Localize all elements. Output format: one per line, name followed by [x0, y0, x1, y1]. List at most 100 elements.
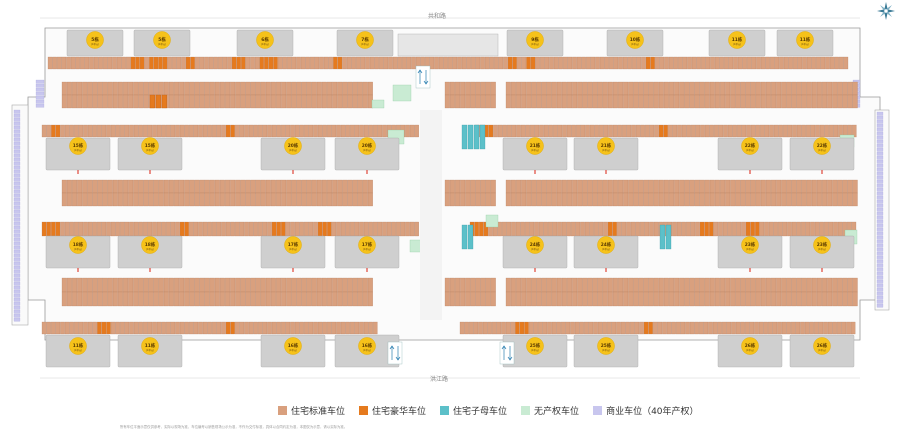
- standard-stall: [633, 192, 639, 207]
- standard-stall: [689, 321, 695, 335]
- standard-stall: [852, 124, 857, 138]
- standard-stall: [281, 321, 286, 335]
- standard-stall: [66, 277, 72, 293]
- standard-stall: [193, 321, 199, 335]
- standard-stall: [128, 192, 134, 207]
- standard-stall: [852, 291, 858, 307]
- standard-stall: [133, 94, 139, 109]
- standard-stall: [411, 56, 416, 70]
- standard-stall: [184, 321, 189, 335]
- standard-stall: [793, 56, 798, 70]
- standard-stall: [842, 81, 848, 96]
- standard-stall: [181, 56, 186, 70]
- standard-stall: [783, 124, 788, 138]
- standard-stall: [582, 179, 588, 194]
- building-badge: [284, 137, 302, 155]
- standard-stall: [607, 179, 613, 194]
- commercial-stall: [876, 231, 884, 236]
- standard-stall: [469, 321, 474, 335]
- standard-stall: [556, 277, 562, 293]
- standard-stall: [347, 291, 353, 307]
- standard-stall: [604, 56, 609, 70]
- standard-stall: [485, 94, 491, 109]
- standard-stall: [306, 291, 312, 307]
- standard-stall: [204, 94, 210, 109]
- luxury-stall: [161, 94, 167, 109]
- standard-stall: [618, 192, 624, 207]
- building-label: 22栋: [817, 142, 828, 149]
- standard-stall: [776, 277, 782, 293]
- commercial-stall: [13, 257, 21, 262]
- standard-stall: [720, 179, 726, 194]
- standard-stall: [235, 277, 241, 293]
- building-sublabel: (1单元): [733, 42, 741, 46]
- legend-item-2: 住宅子母车位: [440, 404, 507, 417]
- standard-stall: [245, 56, 251, 70]
- building-badge: [813, 236, 831, 254]
- commercial-stall: [876, 239, 884, 244]
- standard-stall: [311, 94, 317, 109]
- standard-stall: [267, 124, 272, 138]
- standard-stall: [714, 277, 720, 293]
- standard-stall: [286, 94, 292, 109]
- standard-stall: [824, 221, 829, 237]
- standard-stall: [827, 277, 833, 293]
- standard-stall: [674, 179, 680, 194]
- commercial-stall: [35, 83, 45, 88]
- standard-stall: [276, 94, 282, 109]
- building-label: 20栋: [288, 142, 299, 149]
- standard-stall: [352, 277, 358, 293]
- standard-stall: [745, 321, 750, 335]
- standard-stall: [143, 321, 148, 335]
- standard-stall: [470, 192, 476, 207]
- standard-stall: [574, 321, 580, 335]
- standard-stall: [699, 94, 705, 109]
- standard-stall: [847, 179, 853, 194]
- standard-stall: [179, 192, 185, 207]
- standard-stall: [801, 277, 807, 293]
- commercial-stall: [876, 179, 884, 184]
- standard-stall: [548, 124, 553, 138]
- standard-stall: [184, 179, 190, 194]
- standard-stall: [594, 221, 599, 237]
- commercial-stall: [13, 273, 21, 278]
- standard-stall: [658, 179, 664, 194]
- standard-stall: [414, 221, 419, 237]
- standard-stall: [699, 221, 705, 237]
- standard-stall: [674, 94, 680, 109]
- standard-stall: [239, 221, 245, 237]
- standard-stall: [179, 291, 185, 307]
- standard-stall: [547, 321, 552, 335]
- standard-stall: [304, 221, 309, 237]
- standard-stall: [587, 291, 593, 307]
- standard-stall: [475, 94, 481, 109]
- building-badge: [358, 137, 376, 155]
- commercial-stall: [13, 249, 21, 254]
- legend-swatch: [278, 405, 287, 415]
- standard-stall: [839, 56, 844, 70]
- standard-stall: [308, 221, 314, 237]
- standard-stall: [551, 291, 557, 307]
- standard-stall: [367, 81, 373, 96]
- standard-stall: [505, 81, 511, 96]
- building-badge: [86, 31, 104, 49]
- standard-stall: [199, 94, 205, 109]
- standard-stall: [133, 124, 139, 138]
- standard-stall: [434, 56, 439, 70]
- standard-stall: [97, 192, 103, 207]
- standard-stall: [740, 192, 746, 207]
- luxury-stall: [149, 94, 155, 109]
- standard-stall: [735, 192, 741, 207]
- standard-stall: [204, 192, 210, 207]
- standard-stall: [60, 221, 65, 237]
- standard-stall: [294, 221, 300, 237]
- standard-stall: [286, 291, 292, 307]
- standard-stall: [225, 291, 231, 307]
- standard-stall: [133, 81, 139, 96]
- exit-marker: [749, 268, 751, 272]
- mother-stall: [479, 124, 486, 150]
- standard-stall: [663, 124, 668, 138]
- standard-stall: [850, 321, 856, 335]
- building-badge: [741, 137, 759, 155]
- standard-stall: [492, 321, 497, 335]
